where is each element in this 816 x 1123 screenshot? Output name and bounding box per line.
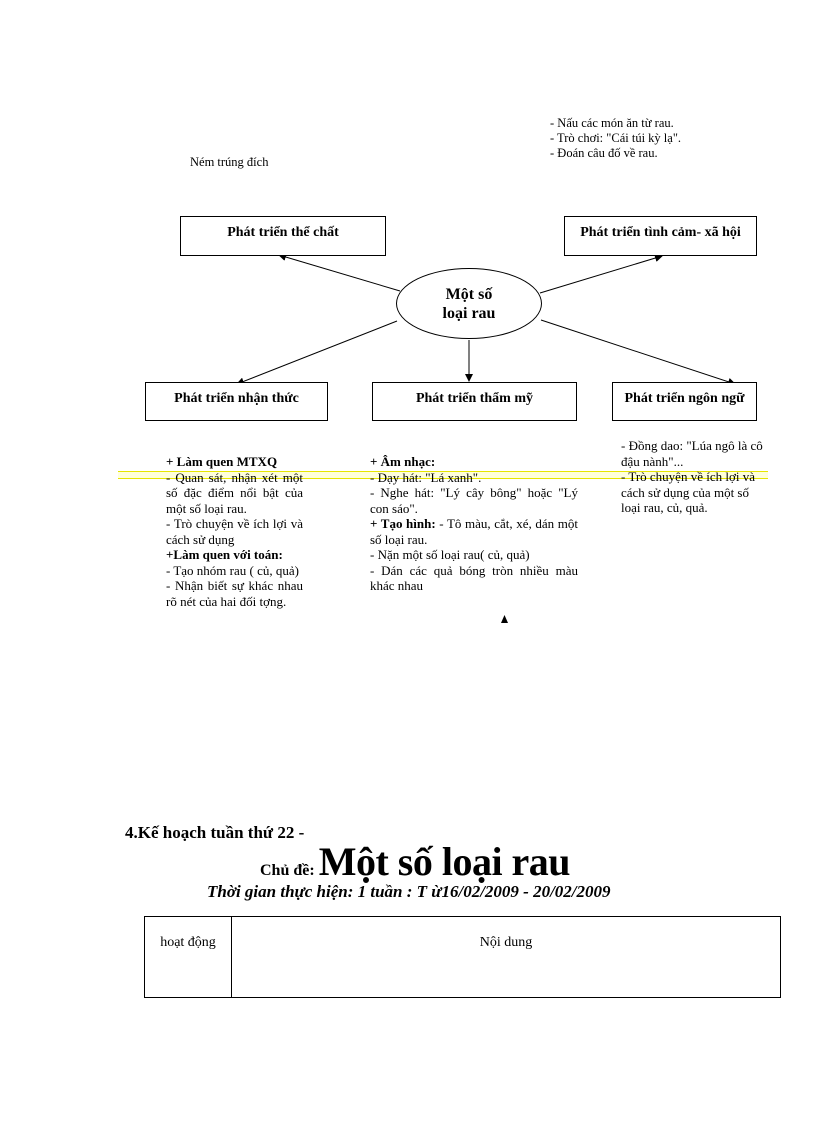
top-right-item: - Trò chơi: "Cái túi kỳ lạ". [550,131,682,145]
arrow-to-language [540,319,736,386]
arrow-to-cognitive [236,320,398,386]
cognitive-item: - Tạo nhóm rau ( củ, quả) [166,562,299,578]
arrow-to-social [539,254,663,294]
column-language: - Đồng dao: "Lúa ngô là cô đậu nành"... … [621,438,769,516]
box-social-development: Phát triển tình cảm- xã hội [564,216,757,256]
cognitive-heading: +Làm quen với toán: [166,547,283,562]
box-physical-development: Phát triển thể chất [180,216,386,256]
box-cognitive-development: Phát triển nhận thức [145,382,328,421]
language-item: - Đồng dao: "Lúa ngô là cô đậu nành"... [621,438,763,469]
center-topic-line: loại rau [442,304,496,322]
column-cognitive: + Làm quen MTXQ - Quan sát, nhận xét một… [166,454,303,609]
top-right-item: - Nấu các món ăn từ rau. [550,116,674,130]
cognitive-item: - Trò chuyện về ích lợi và cách sử dụng [166,516,303,547]
section-heading: 4.Kế hoạch tuần thứ 22 - [125,823,305,842]
table-header-activity: hoạt động [144,916,232,998]
table-row: hoạt động Nội dung [144,916,781,998]
column-aesthetic: + Âm nhạc: - Dạy hát: "Lá xanh". - Nghe … [370,454,578,594]
cognitive-heading: + Làm quen MTXQ [166,454,278,469]
center-topic-line: Một số [445,285,493,303]
aesthetic-item: - Nghe hát: "Lý cây bông" hoặc "Lý con s… [370,485,578,516]
plan-table: hoạt động Nội dung [144,916,781,998]
arrow-to-physical [278,253,401,292]
topic-lead: Chủ đề: [260,862,315,879]
topic-title: Chủ đề: Một số loại rau [260,838,571,885]
highlight-band [118,471,768,479]
aesthetic-item: - Nặn một số loại rau( củ, quả) [370,547,530,562]
cognitive-item: - Nhận biết sự khác nhau rõ nét của hai … [166,578,303,609]
language-item: - Trò chuyện về ích lợi và cách sử dụng … [621,469,755,515]
box-aesthetic-development: Phát triển thẩm mỹ [372,382,577,421]
top-right-item: - Đoán câu đố về rau. [550,146,658,160]
note-throw-target: Ném trúng đích [190,155,269,169]
table-header-content: Nội dung [231,916,781,998]
small-triangle-mark [501,615,508,623]
top-right-activity-list: - Nấu các món ăn từ rau. - Trò chơi: "Cá… [550,116,681,161]
aesthetic-heading: + Tạo hình: [370,516,436,531]
aesthetic-item: - Dạy hát: "Lá xanh". [370,469,482,485]
duration-line: Thời gian thực hiện: 1 tuần : T ừ16/02/2… [207,882,611,901]
aesthetic-item: + Tạo hình: - Tô màu, cắt, xé, dán một s… [370,516,578,547]
aesthetic-item: - Dán các quả bóng tròn nhiều màu khác n… [370,562,578,594]
aesthetic-item-text: - Tô màu, cắt, xé, dán một số loại rau. [370,516,578,547]
cognitive-item: - Quan sát, nhận xét một số đặc điểm nổi… [166,469,303,516]
box-language-development: Phát triển ngôn ngữ [612,382,757,421]
topic-main-title: Một số loại rau [318,839,571,884]
aesthetic-heading: + Âm nhạc: [370,454,436,469]
